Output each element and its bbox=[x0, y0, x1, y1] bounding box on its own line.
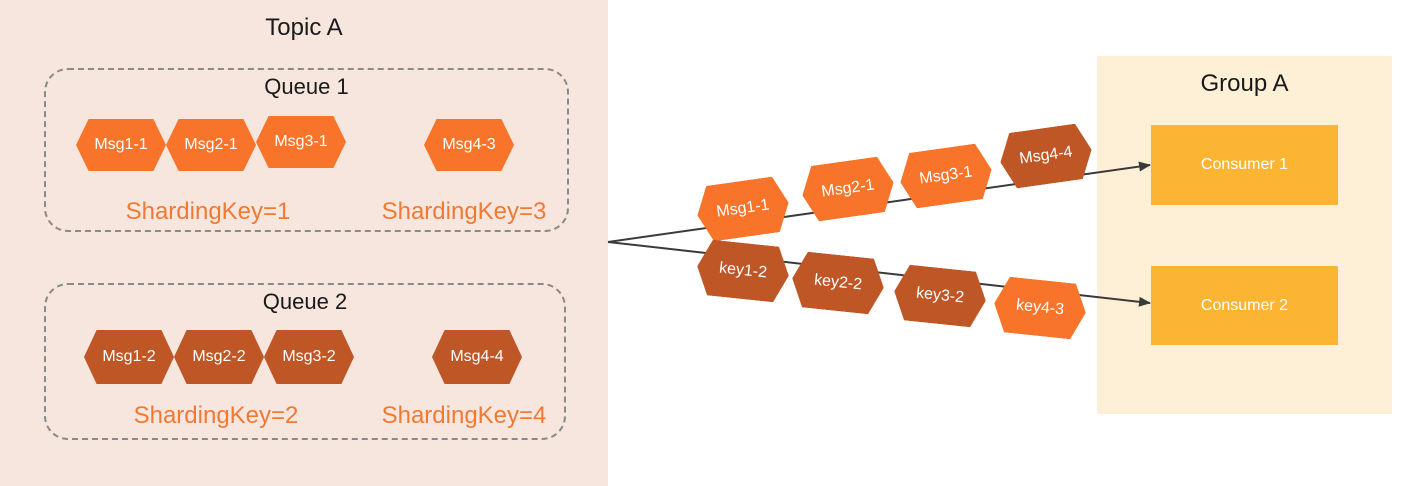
queue-1-message: Msg3-1 bbox=[256, 116, 346, 168]
queue-2-message: Msg3-2 bbox=[264, 330, 354, 384]
queue-1-message: Msg2-1 bbox=[166, 119, 256, 171]
queue-1-box bbox=[44, 68, 569, 232]
queue-2-message: Msg4-4 bbox=[432, 330, 522, 384]
queue-1-message: Msg4-3 bbox=[424, 119, 514, 171]
flow-2-message: key2-2 bbox=[789, 250, 886, 315]
flow-2-message: key4-3 bbox=[991, 275, 1088, 340]
group-title: Group A bbox=[1200, 70, 1289, 97]
queue-2-sharding-key-1: ShardingKey=2 bbox=[133, 402, 299, 429]
topic-panel bbox=[0, 0, 608, 486]
consumer-2-box: Consumer 2 bbox=[1151, 266, 1338, 345]
queue-1-sharding-key-1: ShardingKey=1 bbox=[125, 198, 291, 225]
group-panel bbox=[1097, 56, 1392, 414]
queue-1-message: Msg1-1 bbox=[76, 119, 166, 171]
flow-2-message: key1-2 bbox=[694, 238, 791, 303]
queue-2-message: Msg1-2 bbox=[84, 330, 174, 384]
queue-1-sharding-key-2: ShardingKey=3 bbox=[381, 198, 547, 225]
queue-2-title: Queue 2 bbox=[262, 289, 348, 314]
queue-2-box bbox=[44, 283, 566, 440]
flow-2-message: key3-2 bbox=[891, 263, 988, 328]
queue-1-title: Queue 1 bbox=[264, 74, 349, 99]
queue-2-message: Msg2-2 bbox=[174, 330, 264, 384]
consumer-1-box: Consumer 1 bbox=[1151, 125, 1338, 205]
queue-2-sharding-key-2: ShardingKey=4 bbox=[381, 402, 547, 429]
topic-title: Topic A bbox=[265, 14, 343, 41]
